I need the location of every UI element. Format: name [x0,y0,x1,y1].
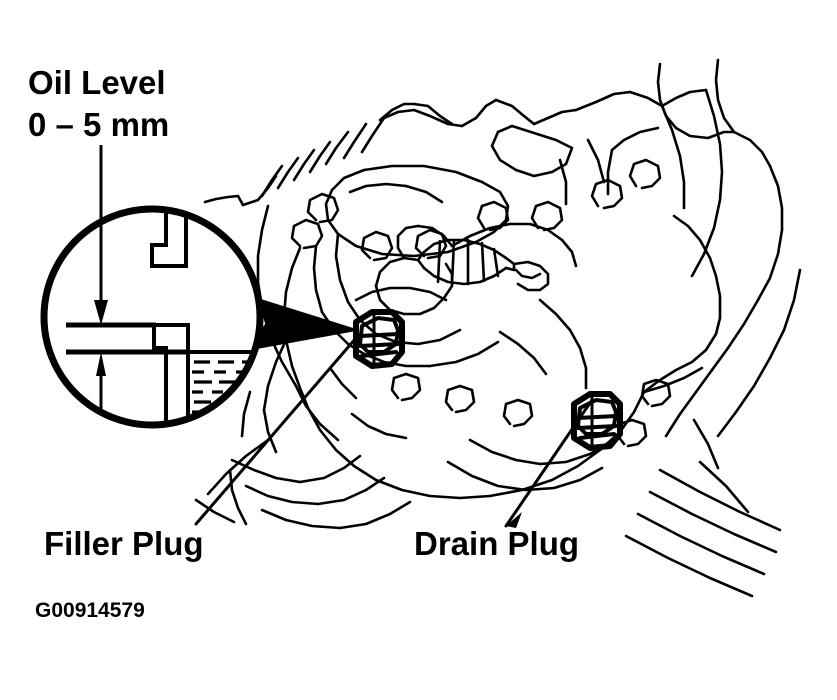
detail-circle-outline [40,205,264,429]
drain-plug-label: Drain Plug [414,525,580,562]
filler-plug-label: Filler Plug [44,525,204,562]
drain-plug [571,391,623,451]
upper-plug-cross-section [150,210,188,268]
drain-plug-leader-arrowhead [506,512,522,528]
dimension-arrowhead-upper [94,300,108,325]
filler-plug-leader-line [194,336,358,526]
lower-plug-cross-section [152,323,190,425]
leader-lines [194,336,594,528]
oil-level-dimension-arrow [94,145,108,412]
dimension-arrowhead-lower [96,352,106,376]
filler-plug [353,309,405,369]
oil-level-spec: 0 – 5 mm [28,106,170,143]
oil-level-title: Oil Level [28,64,166,101]
figure-id-code: G00914579 [35,599,145,622]
drain-plug-leader-line [504,398,594,528]
